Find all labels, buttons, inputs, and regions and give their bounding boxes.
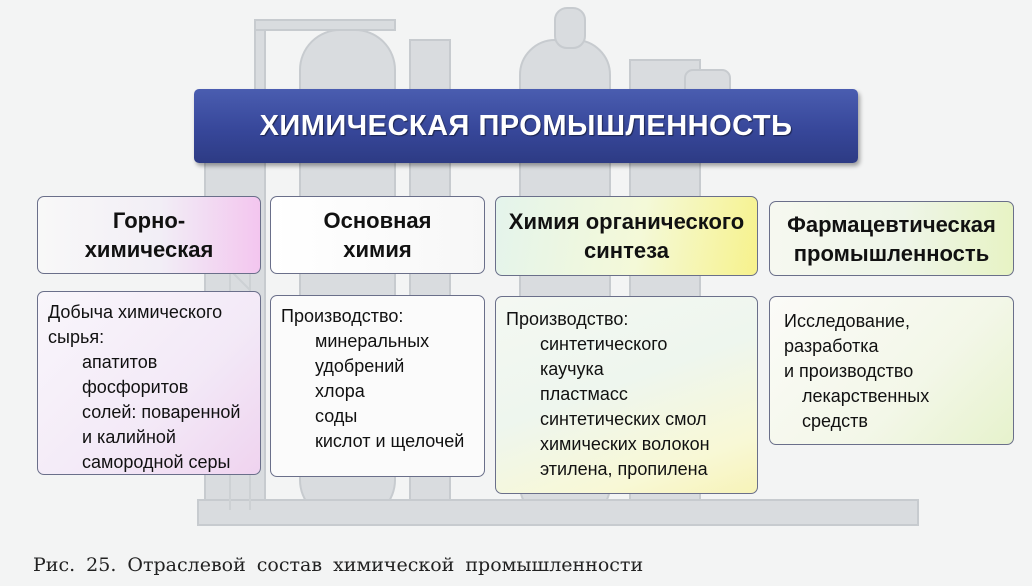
heading-line: химия: [343, 237, 412, 262]
branch-heading-pharmaceutical: Фармацевтическая промышленность: [769, 201, 1014, 276]
item-line: кислот и щелочей: [315, 431, 465, 451]
list-item: синтетических смол: [506, 407, 747, 432]
branch-heading-organic-synthesis: Химия органического синтеза: [495, 196, 758, 276]
list-item: фосфоритов: [48, 375, 250, 400]
list-item: минеральных удобрений: [281, 329, 474, 379]
heading-line: промышленность: [793, 240, 990, 266]
list-item: самородной серы: [48, 450, 250, 474]
branch-heading-mining-chemical: Горно- химическая: [37, 196, 261, 274]
diagram-title: ХИМИЧЕСКАЯ ПРОМЫШЛЕННОСТЬ: [259, 109, 793, 142]
item-line: лекарственных: [802, 386, 930, 406]
item-line: и производство: [784, 361, 914, 381]
item-line: и калийной: [82, 427, 176, 447]
branch-details-mining-chemical: Добыча химического сырья: апатитов фосфо…: [37, 291, 261, 475]
intro-line: сырья:: [48, 327, 105, 347]
item-line: этилена, пропилена: [540, 459, 708, 479]
item-line: солей: поваренной: [82, 402, 241, 422]
item-line: фосфоритов: [82, 377, 189, 397]
intro-line: Производство:: [281, 306, 404, 326]
list-item: соды: [281, 404, 474, 429]
list-item: пластмасс: [506, 382, 747, 407]
intro-line: Производство:: [506, 309, 629, 329]
heading-line: химическая: [84, 237, 214, 262]
list-item: хлора: [281, 379, 474, 404]
item-line: средств: [802, 411, 868, 431]
item-line: химических волокон: [540, 434, 710, 454]
item-line: синтетического: [540, 334, 668, 354]
item-line: каучука: [540, 359, 604, 379]
list-item: химических волокон: [506, 432, 747, 457]
item-line: апатитов: [82, 352, 158, 372]
list-item: синтетического каучука: [506, 332, 747, 382]
list-item: апатитов: [48, 350, 250, 375]
branch-details-basic-chemistry: Производство: минеральных удобрений хлор…: [270, 295, 485, 477]
item-line: самородной серы: [82, 452, 231, 472]
figure-caption: Рис. 25. Отраслевой состав химической пр…: [33, 554, 644, 576]
heading-line: синтеза: [584, 238, 669, 263]
heading-line: Основная: [323, 208, 432, 233]
item-line: Исследование,: [784, 311, 910, 331]
heading-line: Химия органического: [508, 209, 745, 234]
item-line: хлора: [315, 381, 365, 401]
branch-details-pharmaceutical: Исследование, разработка и производство …: [769, 296, 1014, 445]
item-line: соды: [315, 406, 358, 426]
list-item: кислот и щелочей: [281, 429, 474, 454]
item-line: пластмасс: [540, 384, 628, 404]
list-item: этилена, пропилена: [506, 457, 747, 482]
intro-line: Добыча химического: [48, 302, 223, 322]
item-line: разработка: [784, 336, 879, 356]
item-line: удобрений: [315, 356, 405, 376]
title-banner: ХИМИЧЕСКАЯ ПРОМЫШЛЕННОСТЬ: [194, 89, 858, 163]
branch-heading-basic-chemistry: Основная химия: [270, 196, 485, 274]
item-line: синтетических смол: [540, 409, 707, 429]
list-item: солей: поваренной и калийной: [48, 400, 250, 450]
heading-line: Фармацевтическая: [787, 211, 996, 237]
item-line: минеральных: [315, 331, 430, 351]
heading-line: Горно-: [112, 208, 186, 233]
branch-details-organic-synthesis: Производство: синтетического каучука пла…: [495, 296, 758, 494]
